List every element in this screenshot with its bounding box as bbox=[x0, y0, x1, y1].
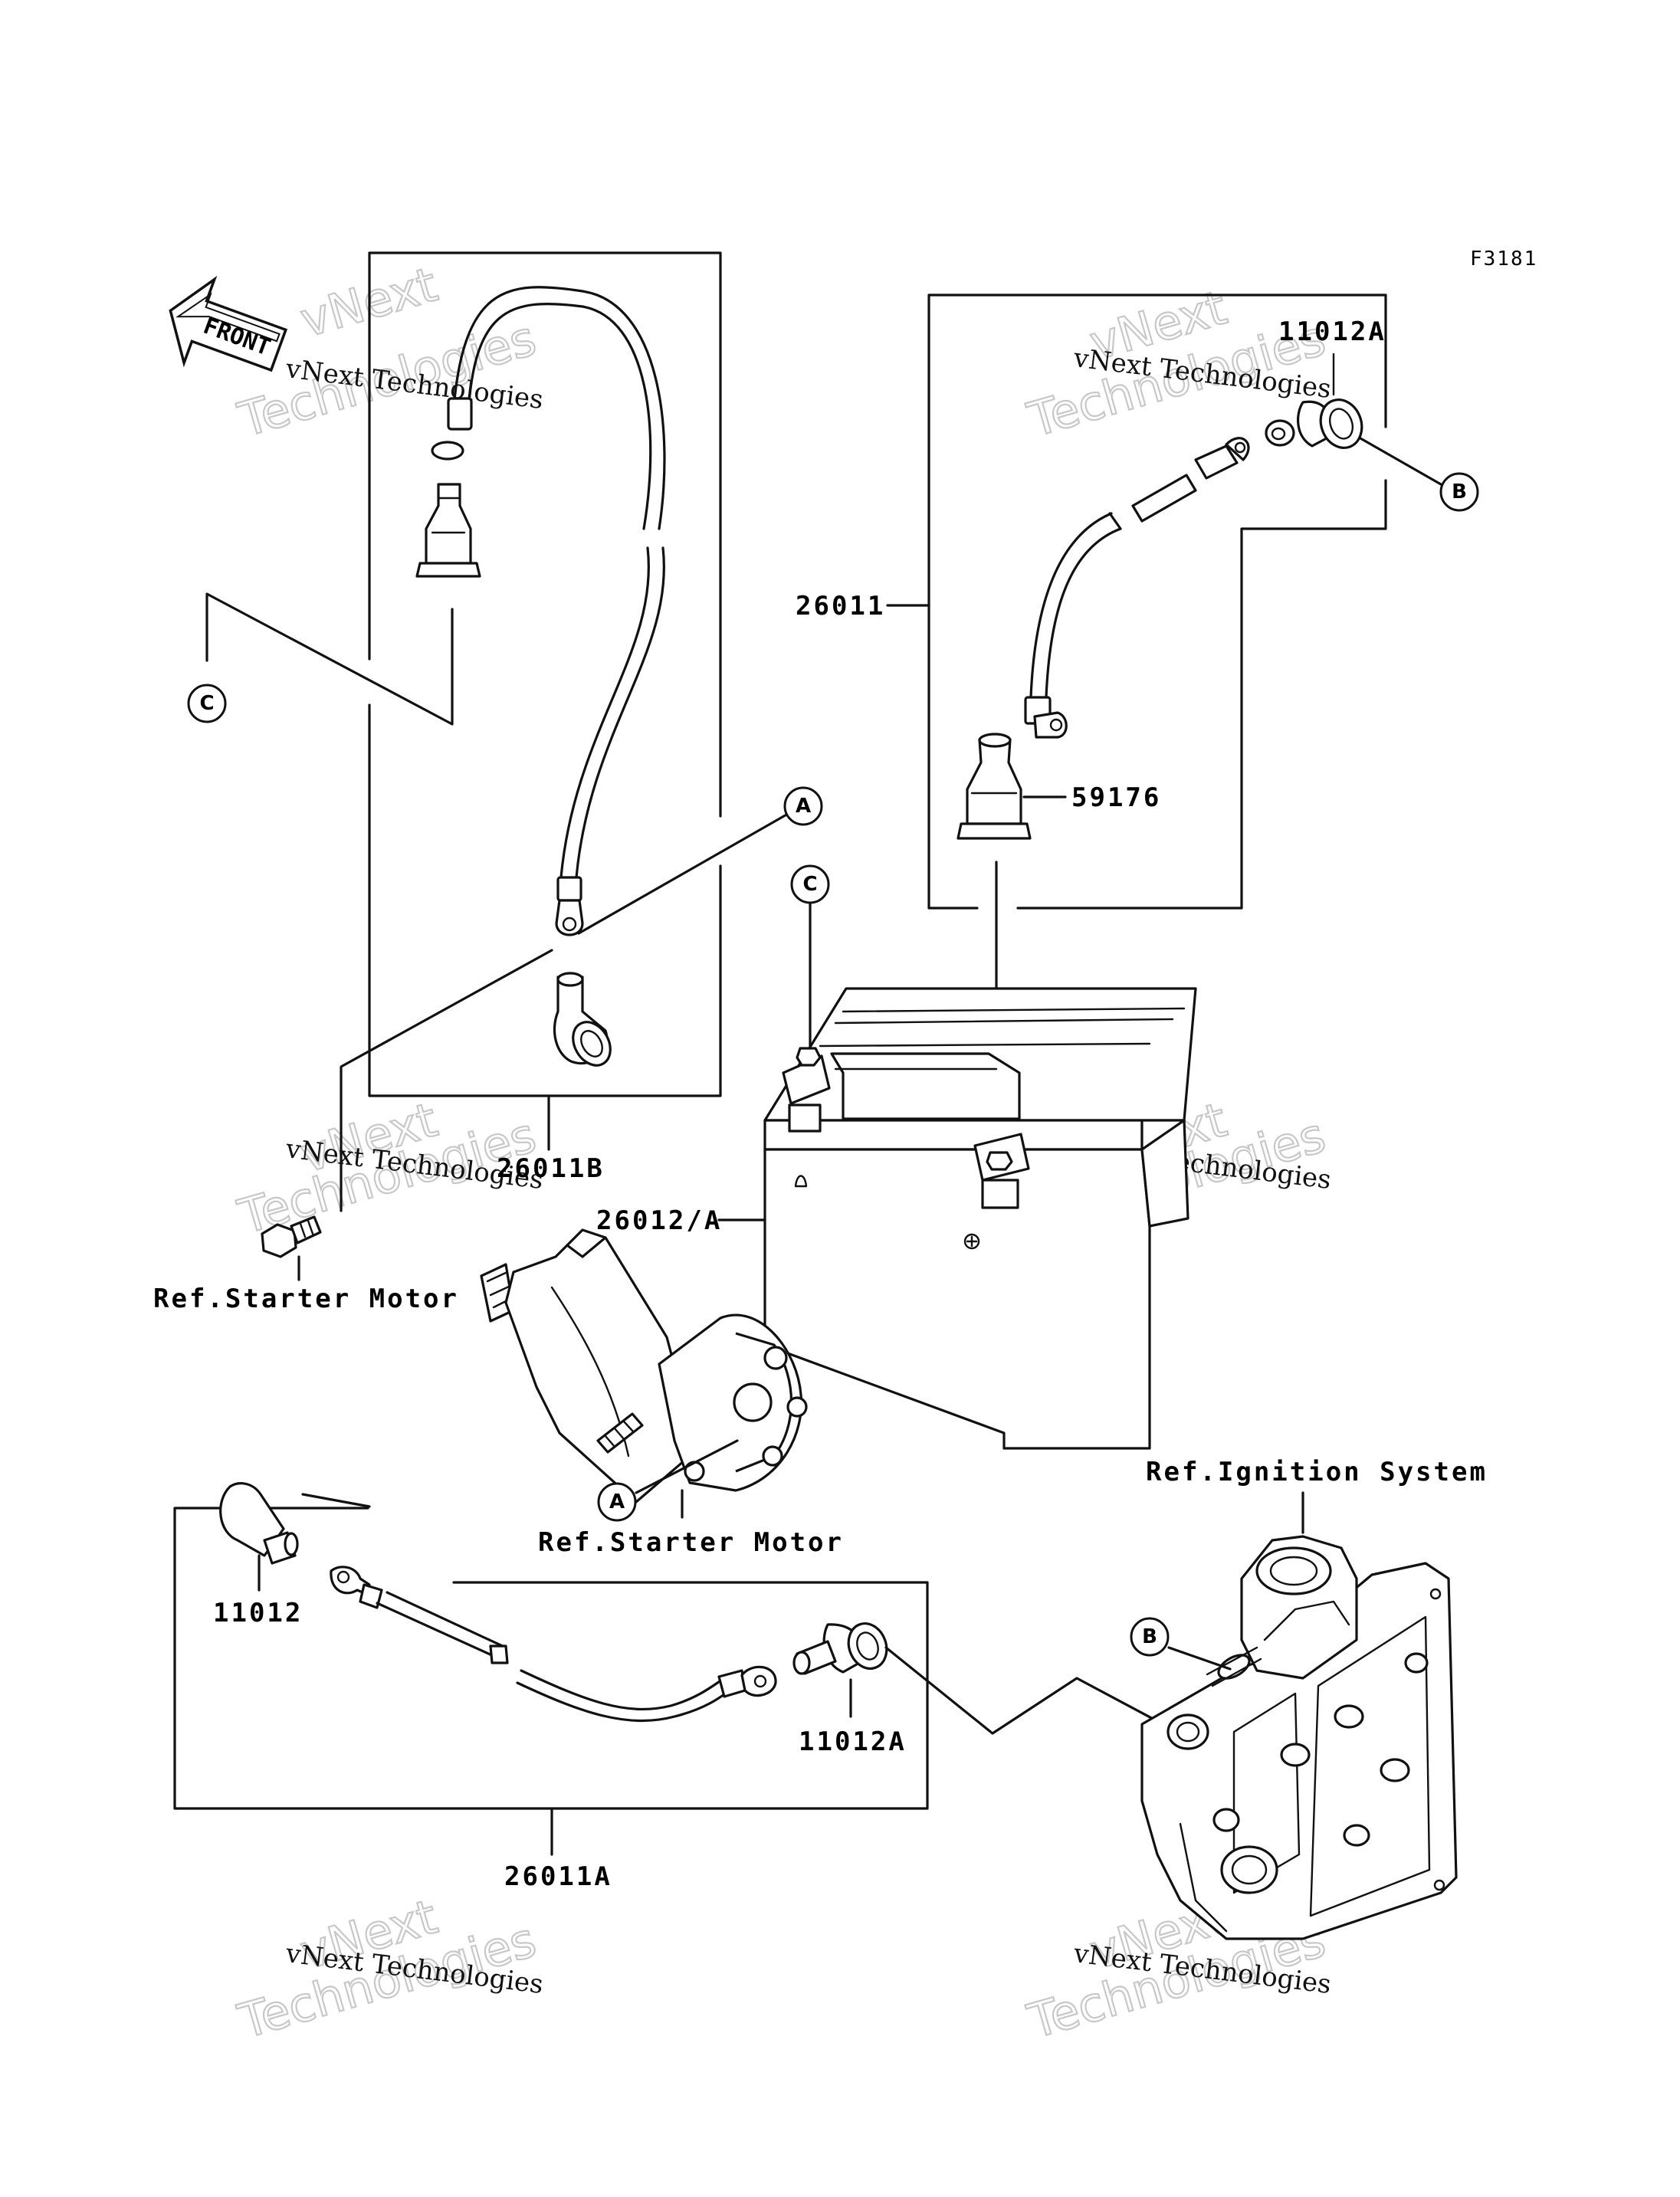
label-26011b: 26011B bbox=[497, 1153, 605, 1184]
box-26011a bbox=[173, 1482, 929, 1856]
label-11012a-top: 11012A bbox=[1278, 316, 1386, 347]
battery-26012a bbox=[763, 987, 1197, 1450]
terminal-stud-icon bbox=[596, 1412, 644, 1454]
starter-motor bbox=[480, 1228, 808, 1503]
cable-26011b-upper bbox=[451, 286, 666, 530]
front-arrow-icon: FRONT bbox=[169, 275, 288, 372]
terminal-cap-11012-icon bbox=[219, 1482, 285, 1557]
watermark-bottom-left: vNext Technologies vNext Technologies bbox=[231, 1887, 545, 2051]
cable-26011b-lower bbox=[575, 546, 665, 879]
label-59176: 59176 bbox=[1071, 782, 1161, 813]
label-ref-ignition-system: Ref.Ignition System bbox=[1146, 1457, 1488, 1487]
ignition-housing bbox=[1140, 1535, 1458, 1940]
label-ref-starter-motor-center: Ref.Starter Motor bbox=[538, 1527, 844, 1558]
callout-b-top: B bbox=[1439, 472, 1479, 512]
callout-c-left: C bbox=[187, 684, 227, 723]
label-11012a-bottom: 11012A bbox=[799, 1726, 907, 1757]
leader-b-bottom bbox=[884, 1646, 1182, 1735]
box-26011b bbox=[368, 251, 722, 1151]
svg-text:A: A bbox=[609, 1490, 625, 1513]
callout-c-battery: C bbox=[790, 864, 830, 904]
leader-a-top bbox=[340, 812, 789, 1212]
callout-a-bottom: A bbox=[597, 1482, 637, 1522]
watermark-top-left: vNext Technologies vNext Technologies bbox=[231, 255, 545, 449]
cable-26011a-right bbox=[516, 1681, 731, 1723]
leader-c-left bbox=[205, 592, 454, 726]
label-ref-starter-motor-left: Ref.Starter Motor bbox=[153, 1284, 459, 1314]
svg-text:A: A bbox=[796, 795, 811, 818]
label-26011a: 26011A bbox=[504, 1861, 612, 1892]
label-26012-a: 26012/A bbox=[596, 1205, 722, 1236]
svg-text:B: B bbox=[1142, 1625, 1157, 1648]
rubber-boot-59176-icon bbox=[966, 738, 1022, 825]
svg-text:B: B bbox=[1452, 480, 1467, 503]
box-26011 bbox=[886, 293, 1387, 910]
bolt-icon bbox=[261, 1215, 322, 1258]
cable-26011a-left bbox=[376, 1591, 507, 1661]
washer-icon bbox=[431, 441, 464, 461]
battery-case bbox=[763, 1148, 1151, 1450]
figure-code: F3181 bbox=[1470, 248, 1537, 271]
svg-text:C: C bbox=[199, 692, 214, 715]
rubber-boot-icon bbox=[425, 483, 472, 565]
label-11012: 11012 bbox=[213, 1598, 303, 1628]
callout-a-top: A bbox=[783, 786, 823, 826]
cable-26011 bbox=[1029, 512, 1113, 699]
label-26011: 26011 bbox=[796, 591, 885, 621]
svg-text:C: C bbox=[802, 873, 817, 896]
callout-b-bottom: B bbox=[1130, 1617, 1170, 1657]
